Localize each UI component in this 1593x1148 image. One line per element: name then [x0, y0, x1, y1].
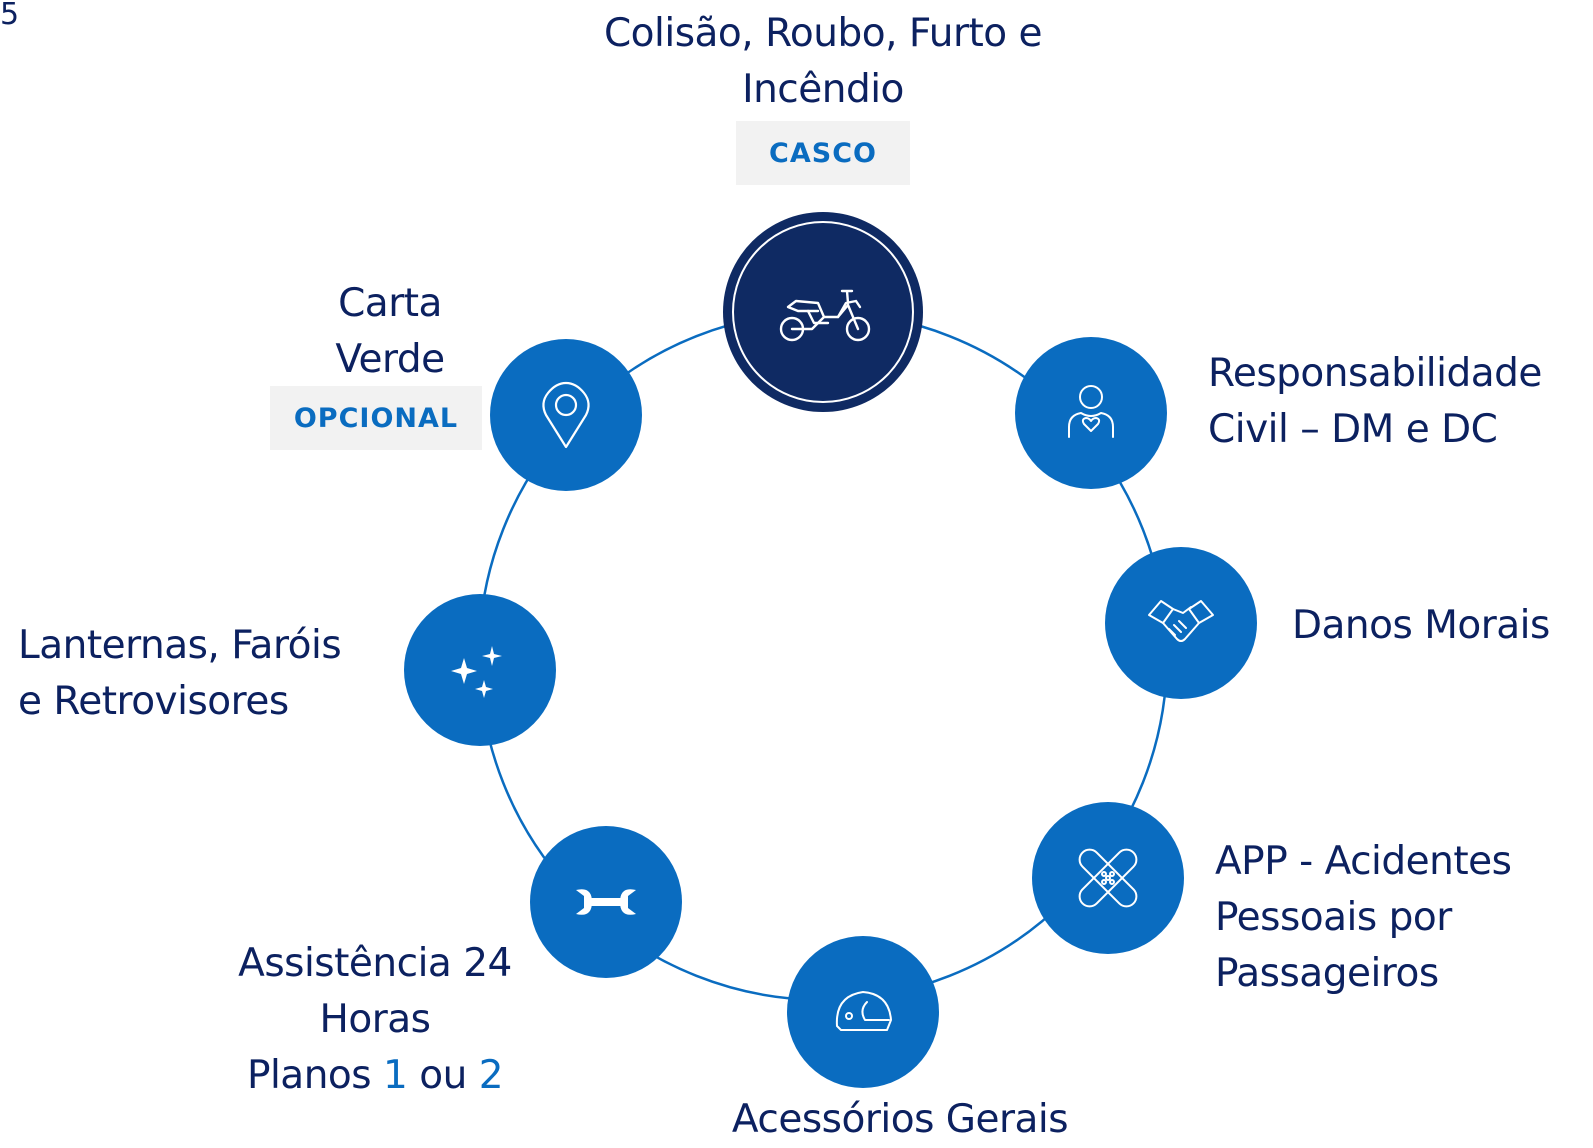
- person-heart-icon: [1068, 385, 1114, 438]
- app-node[interactable]: [1032, 802, 1184, 954]
- responsabilidade-label: Responsabilidade Civil – DM e DC: [1208, 346, 1542, 458]
- sparkles-icon: [451, 646, 502, 698]
- acessorios-line1: Acessórios Gerais: [731, 1097, 1069, 1142]
- helmet-icon: [835, 991, 892, 1031]
- lanternas-line2: e Retrovisores: [18, 679, 289, 724]
- location-pin-icon: [542, 381, 590, 449]
- carta-line1: Carta: [338, 281, 442, 326]
- responsabilidade-node[interactable]: [1015, 337, 1167, 489]
- lanternas-label: Lanternas, Faróis e Retrovisores: [18, 618, 342, 730]
- assistencia-line1: Assistência 24: [238, 941, 512, 986]
- assistencia-plans-mid: ou: [407, 1053, 479, 1098]
- app-line1: APP - Acidentes: [1215, 839, 1512, 884]
- responsabilidade-line1: Responsabilidade: [1208, 351, 1542, 396]
- danos-line1: Danos Morais: [1292, 603, 1550, 648]
- assistencia-plans-prefix: Planos: [246, 1053, 383, 1098]
- danos-node[interactable]: [1105, 547, 1257, 699]
- app-line2: Pessoais por: [1215, 895, 1452, 940]
- acessorios-label: Acessórios Gerais: [690, 1092, 1110, 1148]
- lanternas-line1: Lanternas, Faróis: [18, 623, 342, 668]
- app-line3: Passageiros: [1215, 951, 1439, 996]
- assistencia-node[interactable]: [530, 826, 682, 978]
- handshake-icon: [1148, 600, 1214, 642]
- lanternas-node[interactable]: [404, 594, 556, 746]
- corner-glyph: 5: [0, 0, 20, 32]
- casco-node[interactable]: [723, 212, 923, 412]
- casco-badge: CASCO: [736, 121, 910, 185]
- motorcycle-icon: [779, 289, 871, 342]
- assistencia-line2: Horas: [319, 997, 431, 1042]
- top-title: Colisão, Roubo, Furto e Incêndio: [563, 6, 1083, 118]
- wrench-icon: [576, 889, 636, 915]
- carta-label: Carta Verde: [290, 276, 490, 388]
- opcional-badge: OPCIONAL: [270, 386, 482, 450]
- acessorios-node[interactable]: [787, 936, 939, 1088]
- assistencia-label: Assistência 24 Horas Planos 1 ou 2: [210, 936, 540, 1104]
- top-title-line1: Colisão, Roubo, Furto e: [603, 11, 1043, 56]
- danos-label: Danos Morais: [1292, 598, 1550, 654]
- carta-line2: Verde: [335, 337, 445, 382]
- top-title-line2: Incêndio: [742, 67, 904, 112]
- assistencia-plan-2: 2: [478, 1053, 504, 1098]
- carta-node[interactable]: [490, 339, 642, 491]
- responsabilidade-line2: Civil – DM e DC: [1208, 407, 1498, 452]
- assistencia-plan-1: 1: [383, 1053, 408, 1098]
- assistencia-line3: Planos 1 ou 2: [210, 1048, 540, 1104]
- app-label: APP - Acidentes Pessoais por Passageiros: [1215, 834, 1512, 1002]
- bandage-icon: [1078, 848, 1138, 908]
